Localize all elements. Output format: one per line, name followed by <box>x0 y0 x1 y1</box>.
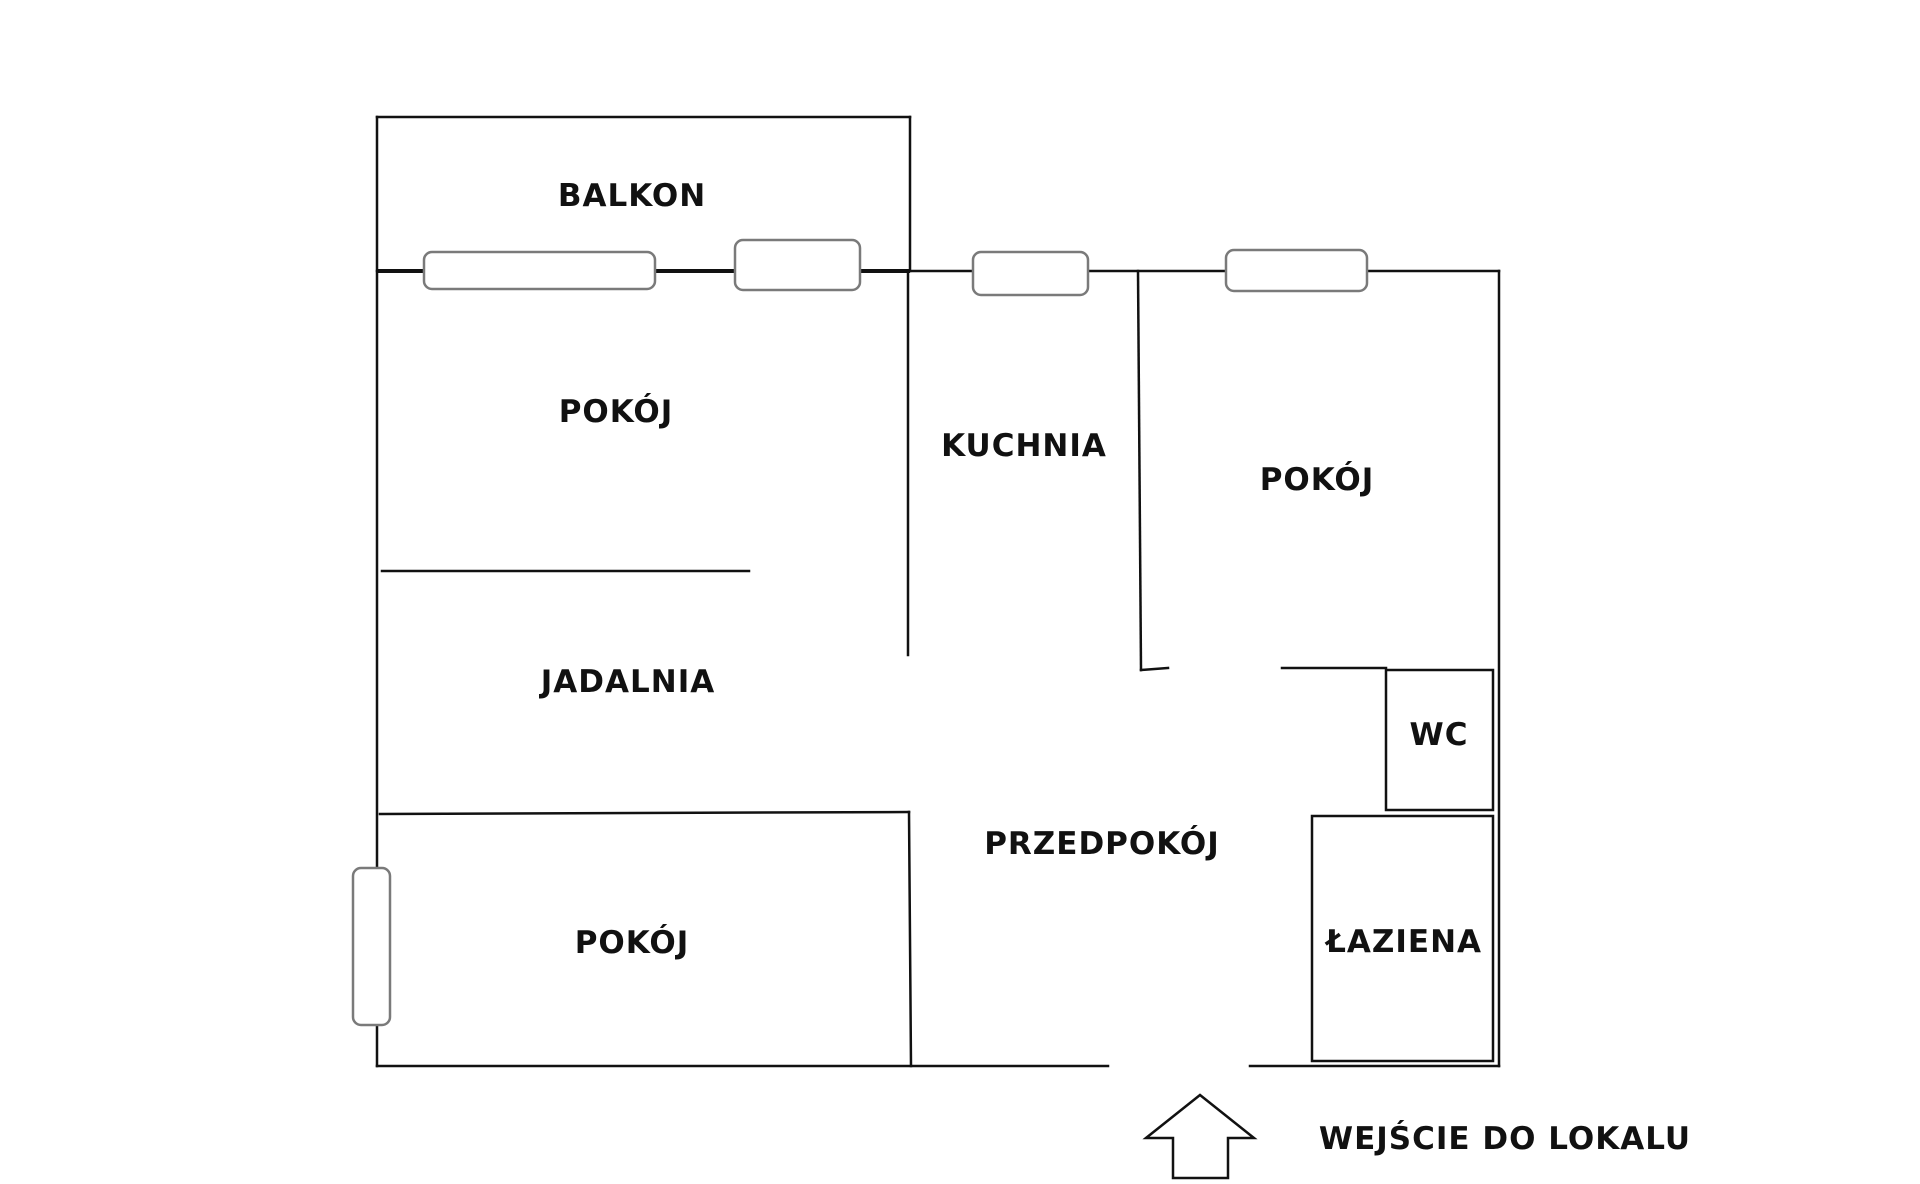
bathroom-box <box>1310 814 1495 1063</box>
window-pokoj-right <box>1224 248 1369 293</box>
room-label-pokoj-bottom-left: POKÓJ <box>575 924 690 961</box>
wc-box <box>1384 668 1495 812</box>
room-label-wc: WC <box>1410 717 1469 753</box>
room-label-przedpokoj: PRZEDPOKÓJ <box>984 825 1220 862</box>
room-label-balkon: BALKON <box>558 178 706 214</box>
room-label-pokoj-right: POKÓJ <box>1260 461 1375 498</box>
up-arrow-icon <box>1142 1093 1258 1180</box>
windows <box>351 238 1369 1027</box>
balcony-outline <box>375 115 912 273</box>
interior-walls <box>378 269 1388 1068</box>
entrance-label: WEJŚCIE DO LOKALU <box>1319 1120 1691 1157</box>
room-label-kuchnia: KUCHNIA <box>941 428 1107 464</box>
window-pokoj-bottom-left <box>351 866 392 1027</box>
window-pokoj-top-left-2 <box>733 238 862 292</box>
window-pokoj-top-left-1 <box>422 250 657 291</box>
window-kuchnia <box>971 250 1090 297</box>
room-label-lazienka: ŁAZIENA <box>1324 924 1482 960</box>
room-label-pokoj-top-left: POKÓJ <box>559 393 674 430</box>
room-label-jadalnia: JADALNIA <box>539 664 715 700</box>
